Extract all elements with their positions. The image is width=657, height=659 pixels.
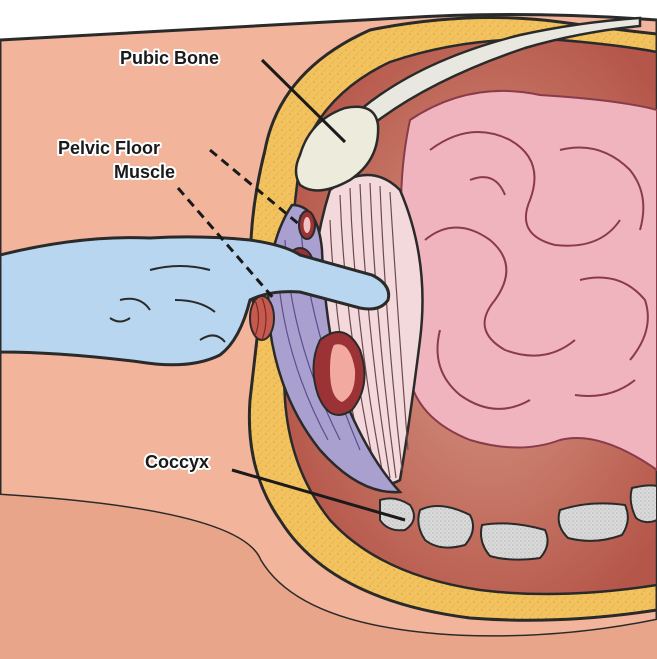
label-coccyx: Coccyx (145, 452, 209, 472)
label-pelvic-floor-line2: Muscle (114, 162, 175, 182)
anal-sphincter (250, 296, 274, 340)
label-pelvic-floor-line1: Pelvic Floor (58, 138, 160, 158)
rectum (313, 332, 364, 415)
label-pubic-bone: Pubic Bone (120, 48, 219, 68)
urethra (299, 211, 315, 239)
intestines (401, 91, 657, 470)
